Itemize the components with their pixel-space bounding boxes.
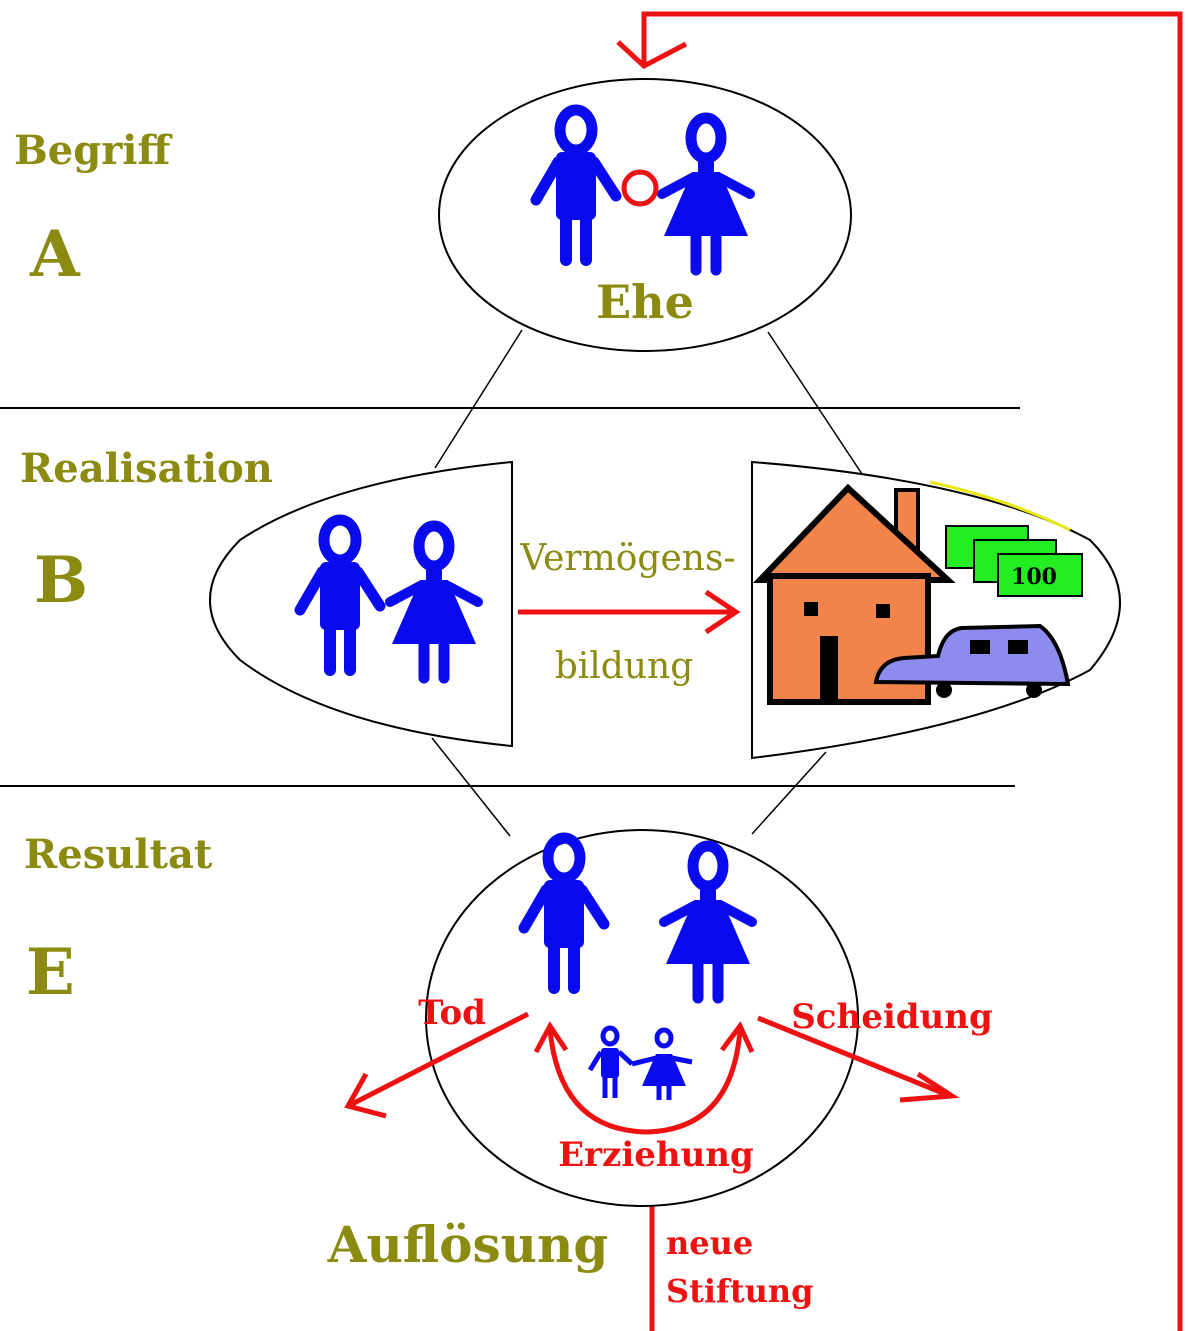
money-icon: 100 [945, 525, 1083, 597]
neue-stiftung-line2: Stiftung [666, 1272, 814, 1310]
erziehung-arc [547, 1029, 743, 1135]
vermoegensbildung-line1: Vermögens- [519, 538, 735, 579]
aufloesung-label: Auflösung [327, 1215, 609, 1274]
car-icon [873, 623, 1071, 698]
ehe-label: Ehe [596, 275, 694, 329]
erziehung-arrowhead-left [533, 1021, 569, 1054]
tod-label: Tod [418, 993, 486, 1033]
vermoegensbildung-line2: bildung [555, 646, 694, 687]
connector-a-b-left [434, 329, 523, 469]
scheidung-label: Scheidung [791, 997, 993, 1037]
scheidung-arrowhead [899, 1071, 960, 1103]
connector-b-e-right [751, 751, 827, 835]
tod-arrowhead [344, 1072, 387, 1119]
scheidung-arrow [757, 1015, 951, 1099]
node-resultat [425, 829, 859, 1207]
connector-b-e-left [431, 737, 511, 837]
section-letter-a: A [29, 217, 81, 292]
vermoegensbildung-arrowhead [704, 589, 741, 635]
section-letter-e: E [26, 935, 75, 1010]
section-label-realisation: Realisation [20, 445, 273, 492]
section-label-begriff: Begriff [14, 127, 172, 174]
feedback-arrowhead [616, 40, 688, 70]
feedback-loop-return [641, 11, 1183, 1331]
children-icon [587, 1025, 693, 1100]
section-label-resultat: Resultat [24, 831, 213, 878]
connector-a-b-right [767, 331, 863, 475]
erziehung-arrowhead-right [720, 1021, 755, 1054]
node-ehe: Ehe [438, 78, 852, 352]
node-realisation-couple [209, 460, 513, 748]
house-icon [752, 483, 956, 705]
tod-arrow [350, 1011, 530, 1107]
money-value: 100 [1011, 564, 1057, 590]
ring-icon [621, 169, 659, 207]
neue-stiftung-line1: neue [666, 1224, 753, 1262]
node-realisation-assets: 100 [751, 460, 1121, 760]
section-letter-b: B [34, 543, 88, 618]
erziehung-label: Erziehung [558, 1135, 754, 1175]
